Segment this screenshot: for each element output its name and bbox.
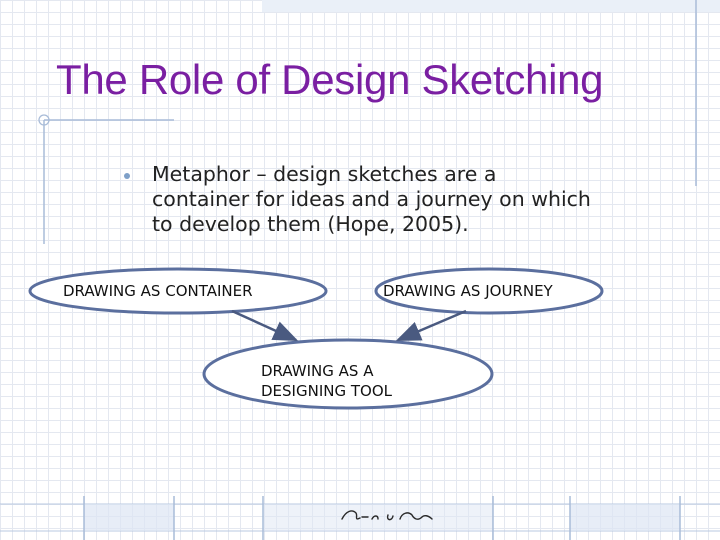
node-drawing-as-container — [28, 267, 328, 315]
node-label-designing-tool: DRAWING AS A DESIGNING TOOL — [261, 361, 392, 401]
bullet-item: Metaphor – design sketches are a contain… — [124, 162, 594, 237]
node-label-line: DRAWING AS A — [261, 362, 374, 380]
node-label-journey: DRAWING AS JOURNEY — [383, 282, 553, 300]
bullet-text: Metaphor – design sketches are a contain… — [152, 162, 591, 236]
node-drawing-as-journey — [374, 267, 604, 315]
edge-container-to-tool — [231, 309, 299, 342]
slide-title: The Role of Design Sketching — [56, 56, 604, 103]
node-label-line: DESIGNING TOOL — [261, 382, 392, 400]
edge-journey-to-tool — [395, 309, 467, 342]
node-drawing-as-designing-tool — [202, 338, 494, 410]
bullet-dot-icon — [124, 173, 130, 179]
signature-logo — [341, 510, 433, 521]
node-label-container: DRAWING AS CONTAINER — [63, 282, 253, 300]
header-accent-block — [262, 0, 720, 12]
